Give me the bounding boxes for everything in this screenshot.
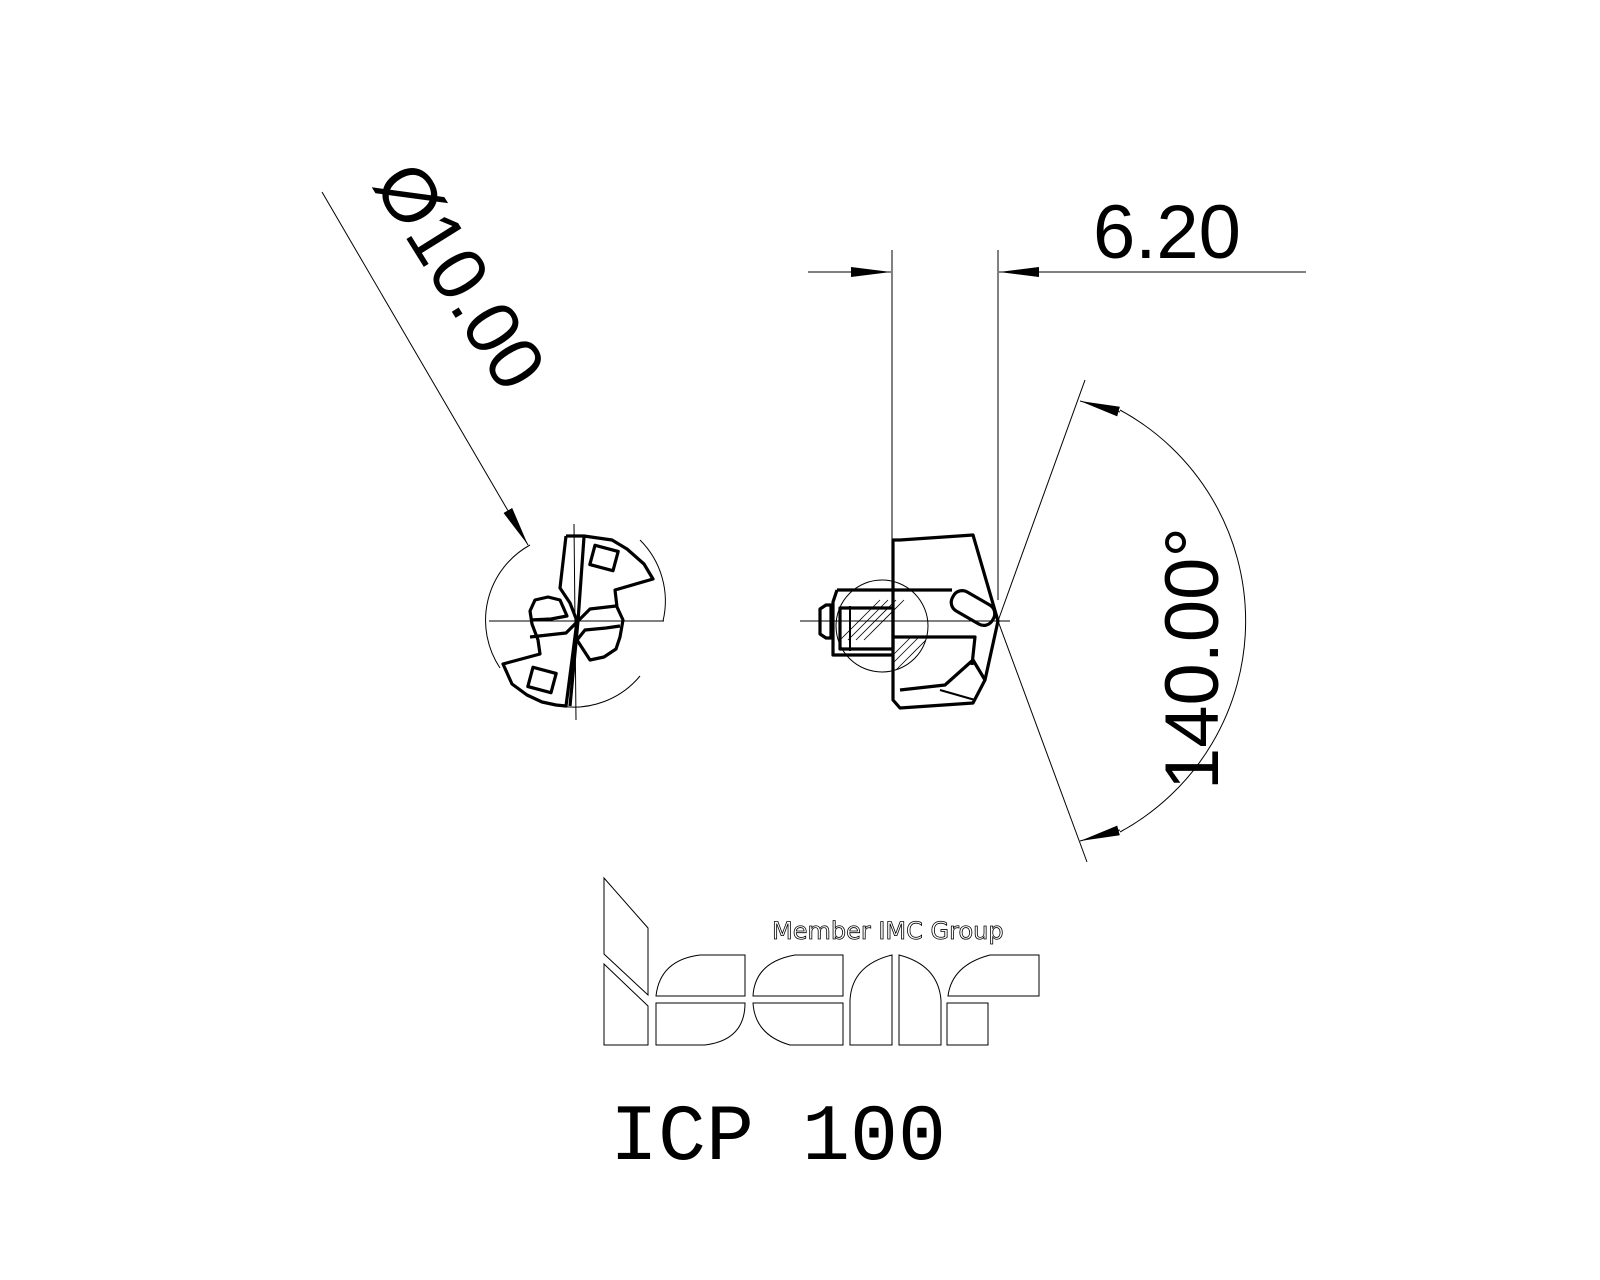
iscar-logo: Member IMC Group [603,876,1040,1046]
logo-tagline: Member IMC Group [772,917,1004,945]
angle-dimension: 140.00° [997,379,1247,863]
part-number-title: ICP 100 [610,1093,946,1184]
diameter-circle-arc [639,539,666,622]
diameter-leader-line [321,191,529,546]
width-dimension-label: 6.20 [1093,190,1241,275]
end-view [321,191,666,721]
angle-extension-upper [997,379,1086,622]
diameter-circle-arc [485,544,531,669]
side-view [800,533,1010,710]
angle-dimension-label: 140.00° [1150,527,1235,790]
angle-arrow-upper [1079,400,1121,417]
diameter-circle-arc [559,675,641,708]
width-dimension: 6.20 [808,190,1306,600]
diameter-dimension-label: Ø10.00 [358,148,562,404]
logo-letters [603,876,1040,1046]
angle-extension-lower [997,620,1088,863]
angle-arrow-lower [1079,825,1121,842]
angle-arc [1119,409,1247,833]
